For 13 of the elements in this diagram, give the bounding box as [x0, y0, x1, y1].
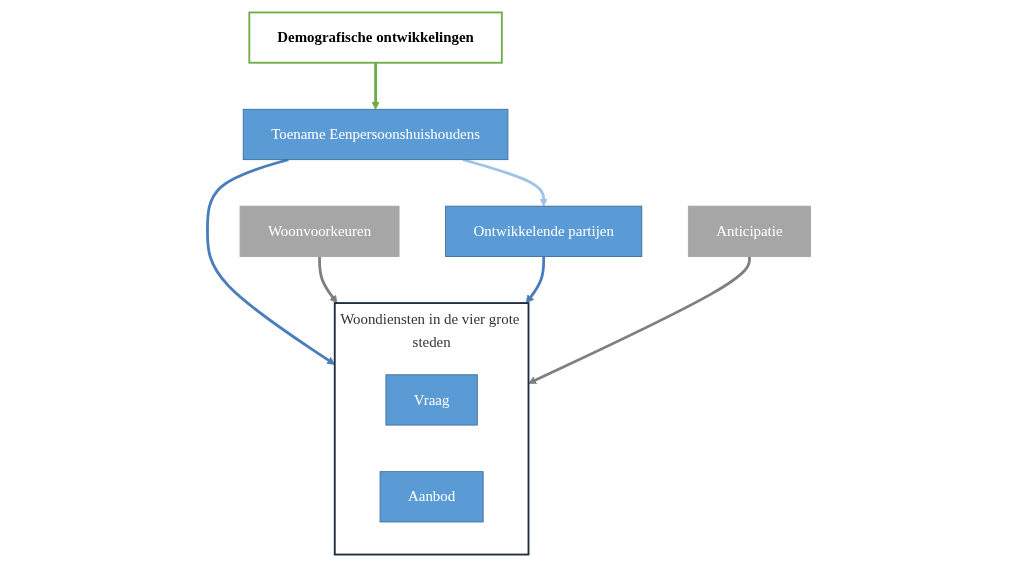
arrow — [527, 256, 751, 384]
node-box: Anticipatie — [687, 205, 811, 257]
arrow — [462, 158, 548, 207]
arrow — [371, 62, 380, 110]
arrow — [317, 256, 337, 304]
node-box: Woonvoorkeuren — [239, 205, 400, 257]
node-box: Toename Eenpersoonshuishoudens — [242, 108, 508, 161]
node-box: Aanbod — [379, 471, 484, 523]
node-box: Demografische ontwikkelingen — [247, 11, 503, 64]
arrow — [205, 158, 335, 365]
node-box: Vraag — [385, 374, 478, 426]
arrow — [525, 256, 545, 304]
node-box: Ontwikkelende partijen — [444, 205, 642, 257]
